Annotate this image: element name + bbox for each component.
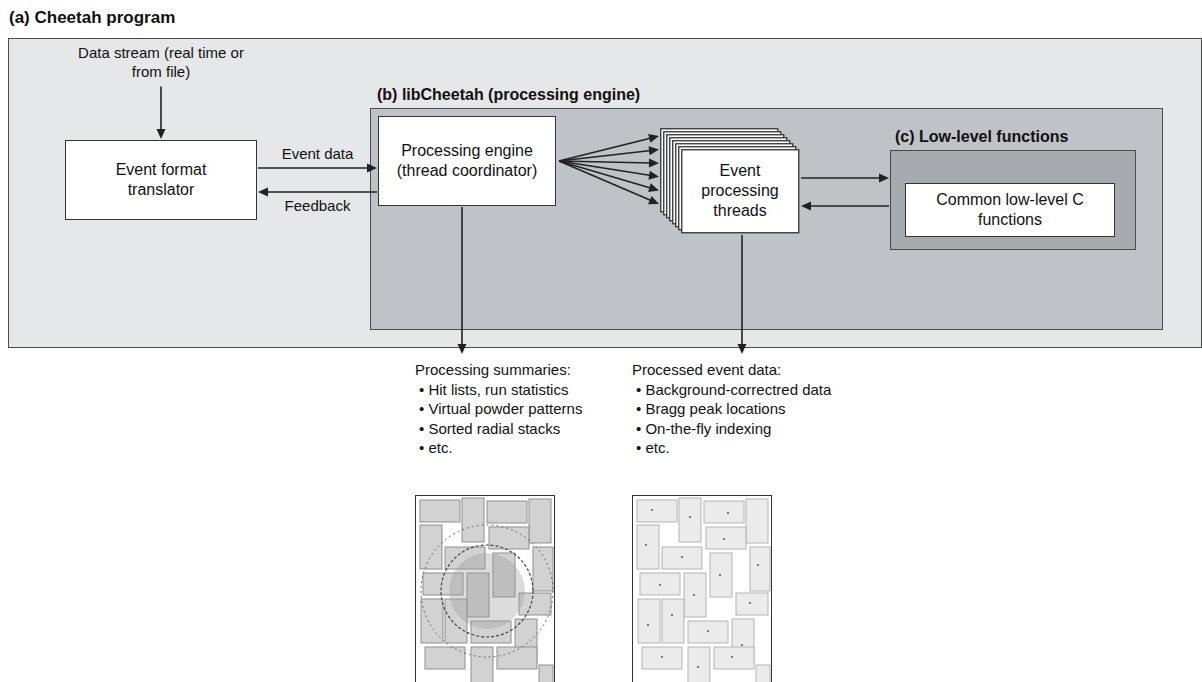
list-heading: Processing summaries: bbox=[415, 360, 625, 380]
edge-label-holder: Feedback bbox=[285, 197, 351, 215]
panel-heading: (b) libCheetah (processing engine) bbox=[377, 85, 640, 104]
box-label: Common low-level C functions bbox=[915, 190, 1105, 230]
list-item: • Virtual powder patterns bbox=[415, 399, 625, 419]
detector-tiles bbox=[420, 498, 553, 682]
library-panel: (b) libCheetah (processing engine)Proces… bbox=[370, 108, 1163, 330]
bragg-peaks bbox=[645, 509, 759, 668]
thread-frame bbox=[682, 150, 799, 233]
output-block: Processing summaries:• Hit lists, run st… bbox=[415, 356, 625, 682]
panel-heading-holder: (a) Cheetah program bbox=[9, 8, 175, 28]
list-heading: Processed event data: bbox=[632, 360, 892, 380]
edge-label: Feedback bbox=[285, 197, 351, 215]
list-item: • Bragg peak locations bbox=[632, 399, 892, 419]
box-label: Processing engine (thread coordinator) bbox=[387, 141, 547, 181]
process-box: Event format translator bbox=[65, 140, 257, 220]
stream-label: Data stream (real time or from file) bbox=[71, 44, 251, 82]
list-item: • etc. bbox=[415, 438, 625, 458]
bragg-image bbox=[632, 495, 772, 682]
list-item: • On-the-fly indexing bbox=[632, 419, 892, 439]
box-label: Event processing threads bbox=[688, 161, 792, 221]
powder-ring bbox=[421, 525, 553, 657]
list-column: Processed event data:• Background-correc… bbox=[632, 360, 892, 458]
process-box: Common low-level C functions bbox=[905, 183, 1115, 237]
image-frame bbox=[415, 495, 555, 682]
image-ground bbox=[632, 495, 772, 682]
output-block: Processed event data:• Background-correc… bbox=[632, 356, 892, 682]
panel-heading: (a) Cheetah program bbox=[9, 8, 175, 28]
functions-panel: (c) Low-level functionsCommon low-level … bbox=[890, 150, 1136, 250]
edge-label-holder: Event data bbox=[282, 145, 354, 163]
powder-glow bbox=[449, 553, 525, 629]
edge-label: Event data bbox=[282, 145, 354, 163]
powder-ring bbox=[441, 545, 533, 637]
process-box: Processing engine (thread coordinator) bbox=[378, 116, 556, 206]
list-item: • etc. bbox=[632, 438, 892, 458]
list-item: • Background-correctred data bbox=[632, 380, 892, 400]
image-frame bbox=[632, 495, 772, 682]
panel-heading: (c) Low-level functions bbox=[895, 127, 1068, 146]
thread-label-holder: Event processing threads bbox=[681, 149, 799, 233]
detector-tiles bbox=[637, 498, 770, 682]
panel-heading-holder: (c) Low-level functions bbox=[895, 127, 1068, 146]
list-column: Processing summaries:• Hit lists, run st… bbox=[415, 360, 625, 458]
label-holder: Data stream (real time or from file) bbox=[71, 44, 251, 82]
list-item: • Hit lists, run statistics bbox=[415, 380, 625, 400]
thread-stack: Event processing threads bbox=[660, 128, 800, 234]
panel-heading-holder: (b) libCheetah (processing engine) bbox=[377, 85, 640, 104]
image-ground bbox=[415, 495, 555, 682]
list-item: • Sorted radial stacks bbox=[415, 419, 625, 439]
program-panel: (a) Cheetah programEvent format translat… bbox=[8, 38, 1202, 348]
powder-image bbox=[415, 495, 555, 682]
box-label: Event format translator bbox=[96, 160, 226, 200]
